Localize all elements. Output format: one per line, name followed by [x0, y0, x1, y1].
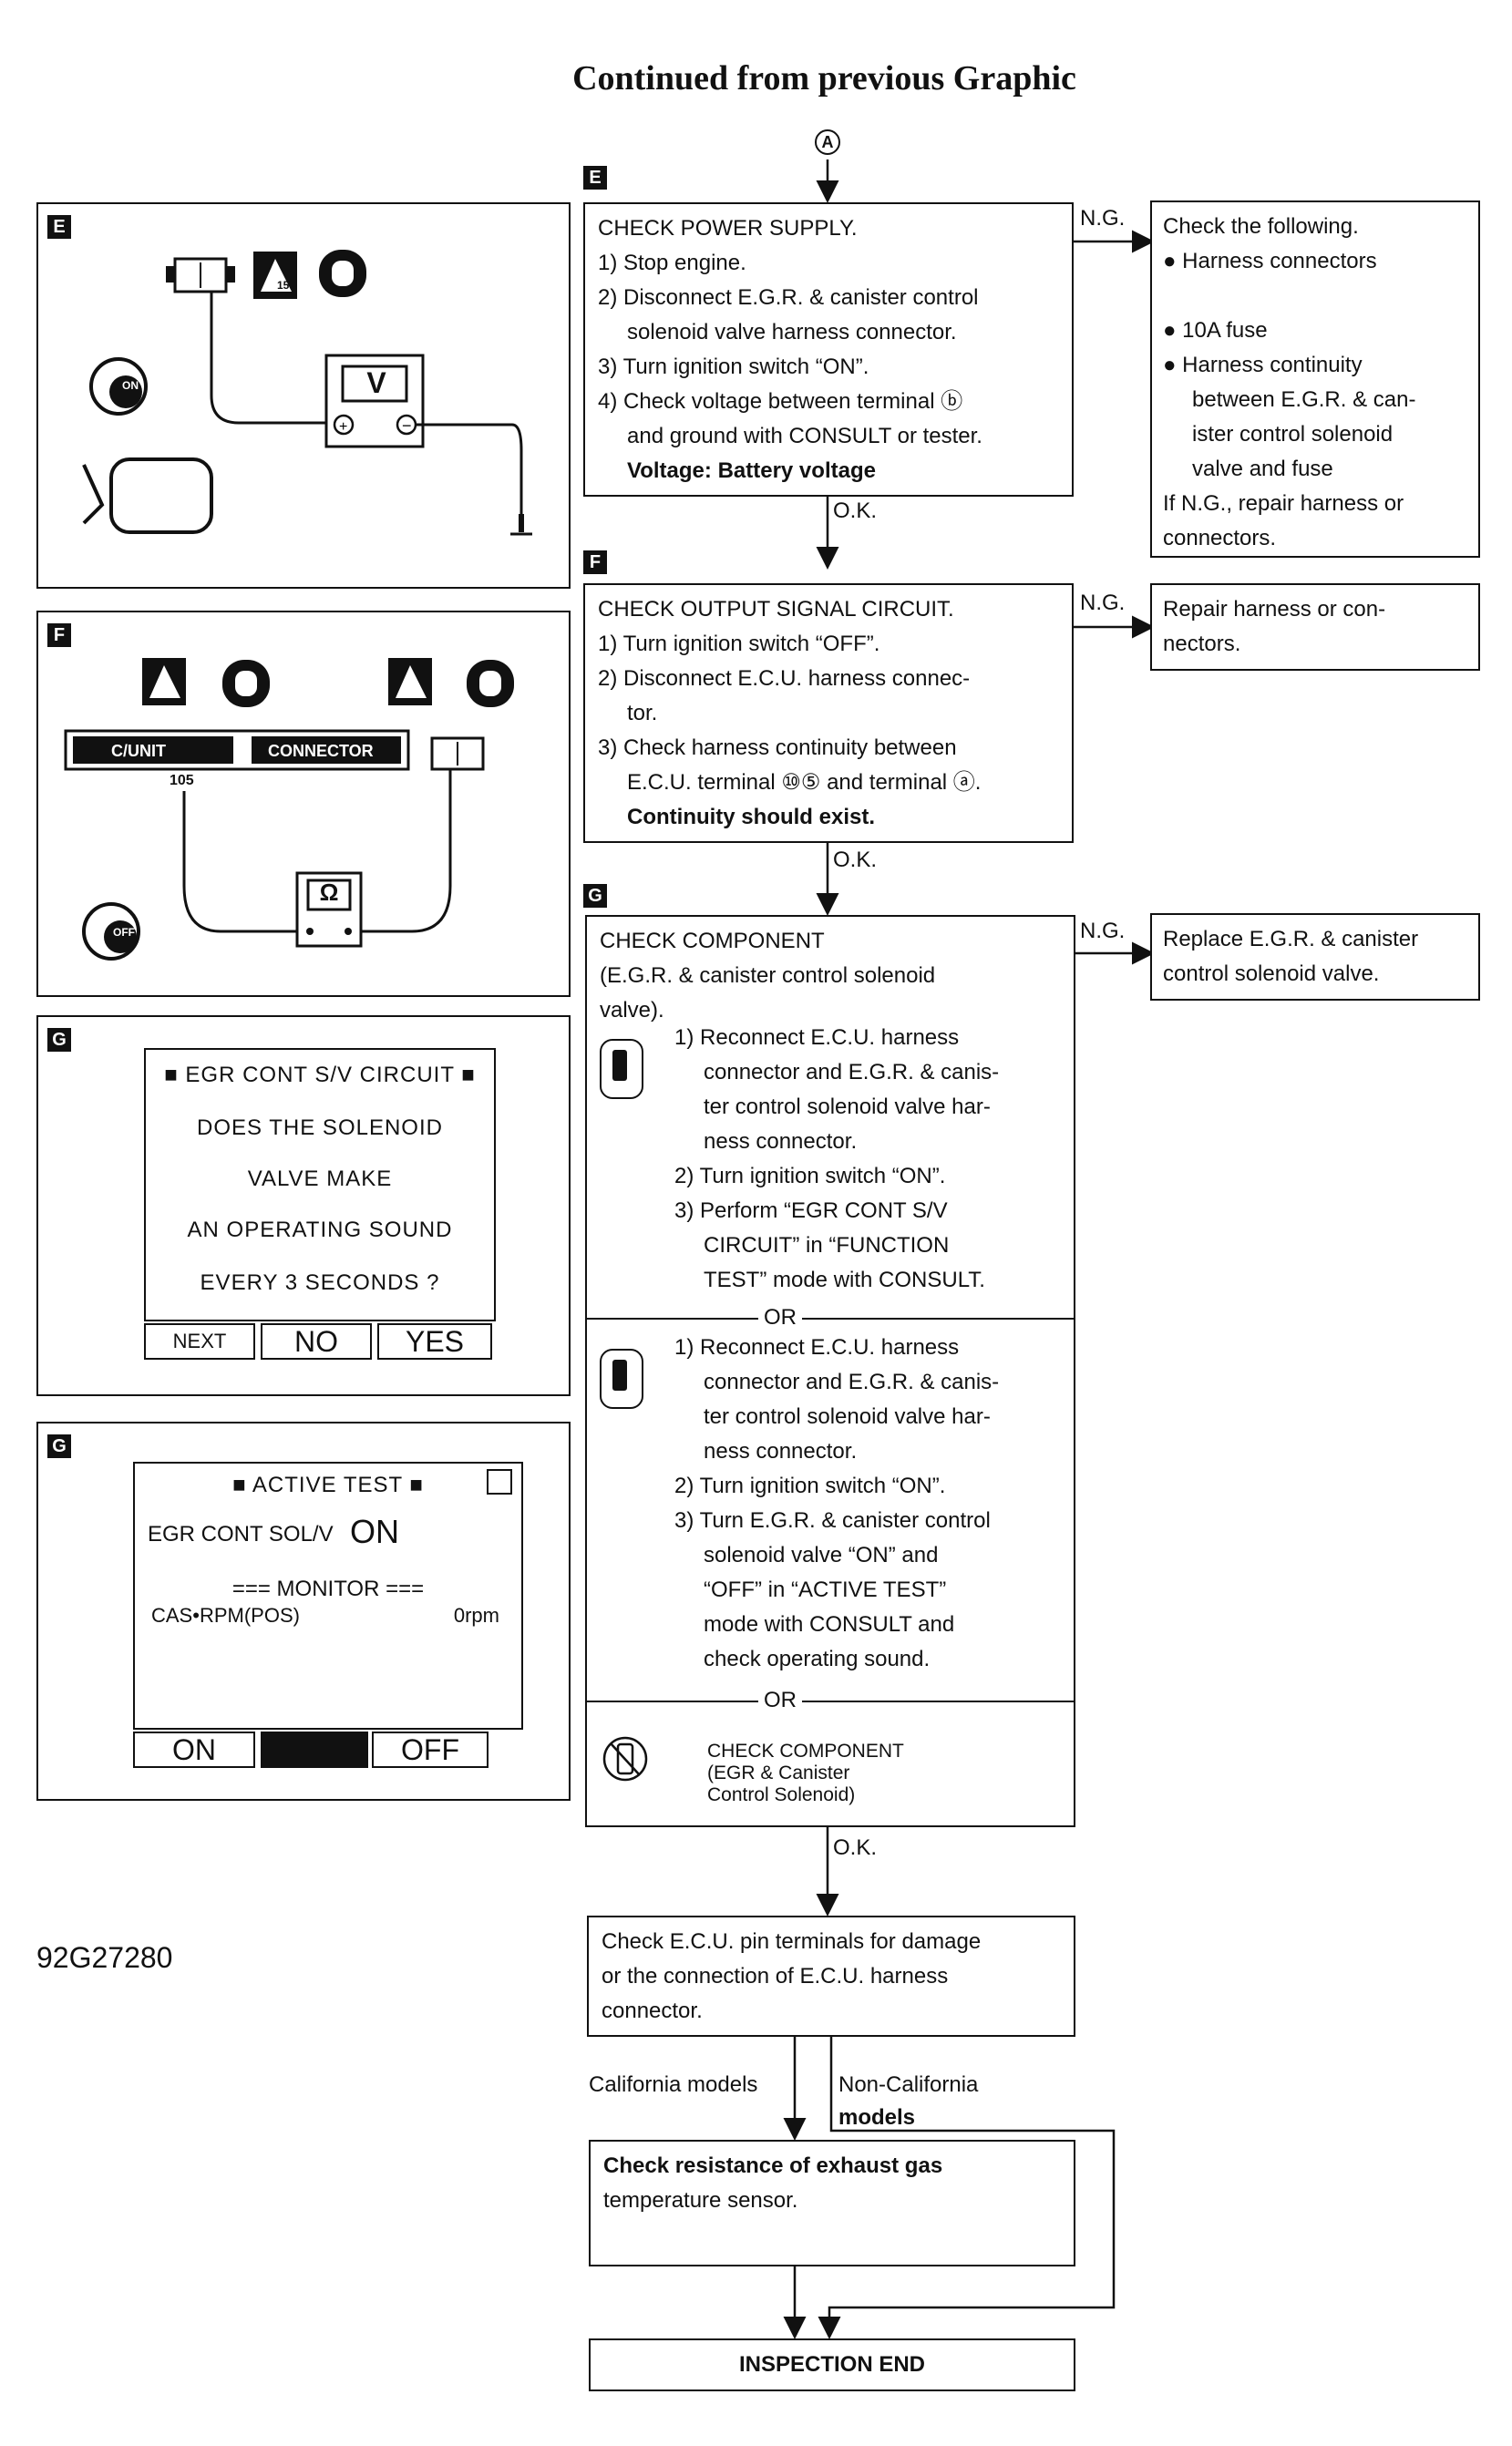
panel-f-illustration: F C/UNIT CONNECTOR 105 Ω OFF: [36, 611, 571, 997]
inspection-end-box: INSPECTION END: [589, 2338, 1075, 2391]
step-e-title: CHECK POWER SUPPLY.: [598, 216, 858, 241]
consult-icon: [600, 1039, 643, 1099]
active-item-value: ON: [350, 1513, 399, 1550]
voltage-test-diagram: + −: [82, 250, 532, 536]
voltmeter-label: V: [366, 366, 386, 399]
step-g-ok-label: O.K.: [833, 1835, 878, 1860]
svg-text:+: +: [339, 419, 347, 435]
exhaust-check-box: Check resistance of exhaust gas temperat…: [589, 2140, 1075, 2266]
screen-header: ■ ACTIVE TEST ■: [232, 1473, 424, 1497]
step-e-ok-label: O.K.: [833, 498, 878, 523]
step-f-ng-label: N.G.: [1080, 591, 1126, 615]
step-g-ng-box: Replace E.G.R. & canister control soleno…: [1150, 913, 1480, 1001]
monitor-value: 0rpm: [453, 1604, 499, 1627]
step-e-line: 1) Stop engine.: [598, 251, 746, 275]
svg-text:−: −: [402, 416, 412, 435]
next-button[interactable]: NEXT: [144, 1323, 255, 1360]
active-item-label: EGR CONT SOL/V: [148, 1522, 334, 1547]
step-f-ng-box: Repair harness or con- nectors.: [1150, 583, 1480, 671]
connector-a-badge: A: [815, 129, 840, 155]
step-e-line: solenoid valve harness connector.: [627, 320, 957, 344]
step-e-box: CHECK POWER SUPPLY. 1) Stop engine. 2) D…: [583, 202, 1074, 497]
on-button[interactable]: ON: [133, 1732, 255, 1768]
off-button[interactable]: OFF: [372, 1732, 489, 1768]
branch-california: California models: [589, 2072, 758, 2097]
step-f-ok-label: O.K.: [833, 848, 878, 872]
ignition-off-label: OFF: [113, 926, 135, 939]
page-title: Continued from previous Graphic: [572, 59, 1076, 98]
consult-screen: ■ EGR CONT S/V CIRCUIT ■ DOES THE SOLENO…: [144, 1048, 496, 1321]
panel-e-illustration: E + − V ON 15: [36, 202, 571, 589]
blank-button[interactable]: [261, 1732, 368, 1768]
no-consult-icon: [602, 1736, 648, 1782]
consult-icon: [600, 1349, 643, 1409]
panel-g-active-test: G ■ ACTIVE TEST ■ EGR CONT SOL/V ON === …: [36, 1422, 571, 1801]
step-f-title: CHECK OUTPUT SIGNAL CIRCUIT.: [598, 597, 954, 622]
fuse-label: 15: [277, 279, 290, 292]
step-g-title: CHECK COMPONENT: [600, 929, 825, 953]
step-g-ng-label: N.G.: [1080, 919, 1126, 943]
ecu-label: C/UNIT: [111, 742, 166, 760]
screen-checkbox[interactable]: [487, 1469, 512, 1495]
step-e-ng-label: N.G.: [1080, 206, 1126, 231]
or-divider: OR: [758, 1305, 802, 1331]
step-f-box: CHECK OUTPUT SIGNAL CIRCUIT. 1) Turn ign…: [583, 583, 1074, 843]
continuity-test-diagram: [64, 658, 514, 961]
monitor-item: CAS•RPM(POS): [151, 1604, 300, 1627]
step-g-box: CHECK COMPONENT (E.G.R. & canister contr…: [585, 915, 1075, 1827]
panel-g-function-test: G ■ EGR CONT S/V CIRCUIT ■ DOES THE SOLE…: [36, 1015, 571, 1396]
ecu-check-box: Check E.C.U. pin terminals for damage or…: [587, 1916, 1075, 2037]
step-f-result: Continuity should exist.: [627, 805, 876, 829]
ignition-on-label: ON: [122, 379, 139, 392]
ohmmeter-label: Ω: [319, 879, 339, 906]
terminal-105-label: 105: [170, 773, 194, 788]
step-tag-g: G: [583, 884, 607, 908]
step-e-line: 2) Disconnect E.G.R. & canister control: [598, 285, 979, 310]
step-e-ng-box: Check the following. ● Harness connector…: [1150, 200, 1480, 558]
yes-button[interactable]: YES: [377, 1323, 492, 1360]
screen-header: ■ EGR CONT S/V CIRCUIT ■: [164, 1063, 476, 1087]
consult-screen: ■ ACTIVE TEST ■ EGR CONT SOL/V ON === MO…: [133, 1462, 523, 1730]
branch-non-california: Non-California models: [838, 2072, 979, 2130]
or-divider: OR: [758, 1688, 802, 1713]
step-tag-f: F: [583, 550, 607, 574]
no-button[interactable]: NO: [261, 1323, 372, 1360]
figure-id: 92G27280: [36, 1941, 173, 1974]
step-e-line: 4) Check voltage between terminal ⓑ: [598, 389, 963, 414]
step-tag-e: E: [583, 166, 607, 190]
ecu-connector-label: CONNECTOR: [268, 742, 374, 760]
step-e-line: and ground with CONSULT or tester.: [627, 424, 982, 448]
monitor-header: === MONITOR ===: [231, 1577, 425, 1601]
step-e-line: 3) Turn ignition switch “ON”.: [598, 355, 869, 379]
step-e-result: Voltage: Battery voltage: [627, 458, 876, 483]
